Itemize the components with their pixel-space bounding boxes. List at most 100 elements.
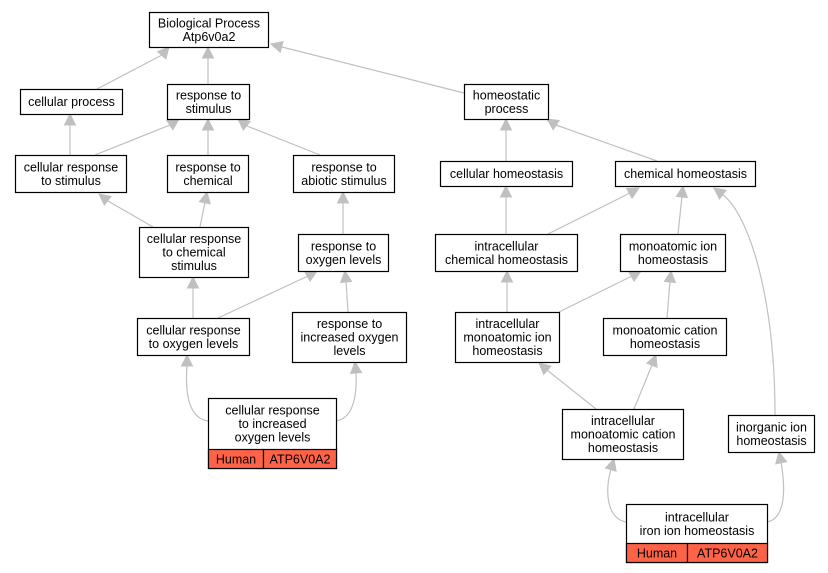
node-label-line: monoatomic ion (463, 331, 551, 345)
edge-line (185, 364, 209, 422)
arrowhead-icon (499, 117, 513, 131)
arrowhead-icon (775, 450, 788, 465)
edge-intracellular-monoatomic-cation-homeostasis-to-monoatomic-cation-homeostasis (633, 353, 658, 410)
edge-monoatomic-cation-homeostasis-to-monoatomic-ion-homeostasis (663, 269, 677, 319)
edge-intracellular-chemical-homeostasis-to-cellular-homeostasis (499, 184, 513, 234)
node-label-line: increased oxygen (301, 331, 399, 345)
arrowhead-icon (713, 187, 727, 200)
edge-layer (63, 40, 788, 523)
edge-cellular-response-to-stimulus-to-cellular-process (63, 112, 77, 155)
edge-line (766, 461, 785, 523)
node-box (148, 11, 270, 49)
node-label-line: response to (311, 239, 376, 253)
node-label-line: cellular response (24, 160, 119, 174)
node-label-line: chemical homeostasis (624, 167, 747, 181)
edge-homeostatic-process-to-bp (269, 40, 465, 94)
node-label-line: homeostasis (630, 337, 700, 351)
node-label-line: cellular response (147, 232, 242, 246)
edge-line (96, 54, 163, 90)
node-label-line: to chemical (162, 246, 225, 260)
node-label-line: to stimulus (41, 174, 101, 188)
node-box (136, 317, 251, 357)
edge-intracellular-monoatomic-ion-homeostasis-to-monoatomic-ion-homeostasis (558, 270, 642, 313)
gene-label: ATP6V0A2 (270, 453, 331, 467)
species-label: Human (216, 453, 256, 467)
edge-line (633, 364, 653, 410)
node-label-line: Atp6v0a2 (183, 30, 236, 44)
node-label-line: levels (334, 344, 366, 358)
edge-cellular-response-to-stimulus-to-response-to-stimulus (94, 118, 180, 156)
arrowhead-icon (198, 190, 211, 205)
arrowhead-icon (63, 112, 77, 126)
node-label-line: monoatomic ion (629, 239, 717, 253)
arrowhead-icon (336, 190, 350, 204)
arrowhead-icon (538, 362, 552, 376)
gene-cell (262, 448, 338, 470)
edge-cellular-response-to-increased-oxygen-levels-to-response-to-increased-oxygen-levels (335, 360, 363, 422)
arrowhead-icon (186, 275, 200, 289)
node-label-line: abiotic stimulus (301, 174, 386, 188)
edge-cellular-response-to-increased-oxygen-levels-to-cellular-response-to-oxygen-levels (180, 353, 209, 422)
node-label-line: response to (176, 88, 241, 102)
node-label-line: Biological Process (158, 16, 260, 30)
arrowhead-icon (645, 353, 658, 369)
node-label-line: response to (317, 317, 382, 331)
node-box (166, 154, 250, 194)
node-box (292, 154, 396, 194)
arrowhead-icon (98, 193, 112, 207)
arrowhead-icon (349, 360, 363, 375)
node-label-line: chemical (183, 174, 232, 188)
node-label-line: stimulus (186, 102, 232, 116)
edge-response-to-oxygen-levels-to-response-to-abiotic-stimulus (336, 190, 350, 234)
edge-response-to-abiotic-stimulus-to-response-to-stimulus (237, 118, 321, 156)
arrowhead-icon (269, 40, 284, 54)
node-box (602, 317, 728, 357)
edge-line (677, 195, 683, 235)
arrowhead-icon (604, 457, 617, 472)
node-label-line: intracellular (591, 414, 655, 428)
node-label-line: cellular process (28, 95, 115, 109)
node-cellular-process[interactable]: cellular process (19, 88, 124, 116)
arrowhead-icon (156, 46, 170, 60)
gene-annotation-row: Human ATP6V0A2 (207, 448, 338, 470)
node-label-line: inorganic ion (736, 420, 807, 434)
node-label-line: oxygen levels (306, 253, 382, 267)
node-cellular-homeostasis[interactable]: cellular homeostasis (439, 160, 574, 188)
edge-intracellular-iron-ion-homeostasis-to-intracellular-monoatomic-cation-homeostasis (604, 457, 627, 523)
arrowhead-icon (499, 184, 513, 198)
node-box (561, 408, 685, 461)
node-label-line: homeostasis (736, 434, 806, 448)
node-label-line: oxygen levels (235, 431, 311, 445)
arrowhead-icon (500, 269, 514, 283)
edge-chemical-homeostasis-to-homeostatic-process (546, 118, 658, 162)
arrowhead-icon (237, 118, 251, 132)
edge-line (94, 124, 171, 156)
edge-line (199, 201, 206, 228)
node-box (138, 226, 250, 279)
node-box (19, 88, 124, 116)
edge-cellular-response-to-chemical-stimulus-to-response-to-chemical (198, 190, 211, 228)
node-chemical-homeostasis[interactable]: chemical homeostasis (614, 160, 757, 188)
arrowhead-icon (201, 45, 215, 59)
arrowhead-icon (546, 118, 561, 131)
